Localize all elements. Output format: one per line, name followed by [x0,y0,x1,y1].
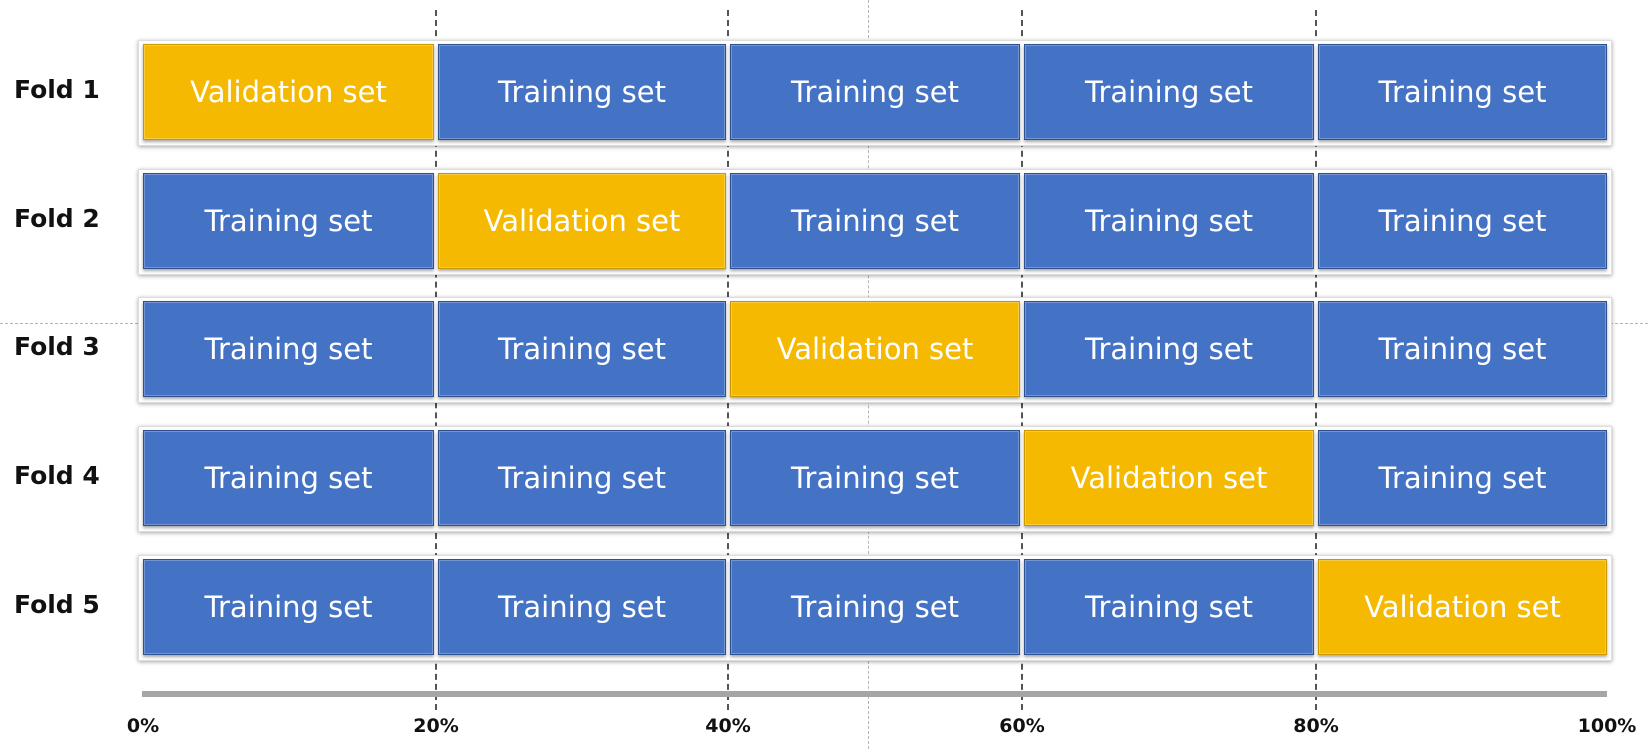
axis-tick-label: 0% [126,715,160,737]
training-set-block: Training set [438,301,726,397]
fold-label: Fold 5 [14,590,100,619]
training-set-block: Training set [1318,301,1607,397]
training-set-block: Training set [730,430,1020,526]
axis-tick-label: 100% [1577,715,1637,737]
training-set-block: Training set [1318,173,1607,269]
validation-set-block: Validation set [730,301,1020,397]
training-set-block: Training set [1318,430,1607,526]
axis-tick-label: 20% [413,715,459,737]
training-set-block: Training set [143,301,434,397]
fold-label: Fold 4 [14,461,100,490]
fold-label: Fold 2 [14,204,100,233]
training-set-block: Training set [1024,559,1314,655]
validation-set-block: Validation set [438,173,726,269]
training-set-block: Training set [438,430,726,526]
axis-tick-label: 60% [999,715,1045,737]
axis-tick-label: 80% [1293,715,1339,737]
training-set-block: Training set [143,430,434,526]
fold-label: Fold 1 [14,75,100,104]
training-set-block: Training set [1024,301,1314,397]
axis-tick-label: 40% [705,715,751,737]
training-set-block: Training set [143,559,434,655]
training-set-block: Training set [730,173,1020,269]
fold-label: Fold 3 [14,332,100,361]
training-set-block: Training set [1318,44,1607,140]
training-set-block: Training set [438,559,726,655]
training-set-block: Training set [143,173,434,269]
validation-set-block: Validation set [1318,559,1607,655]
validation-set-block: Validation set [1024,430,1314,526]
axis-bar [142,691,1607,697]
training-set-block: Training set [438,44,726,140]
training-set-block: Training set [730,44,1020,140]
training-set-block: Training set [730,559,1020,655]
training-set-block: Training set [1024,173,1314,269]
training-set-block: Training set [1024,44,1314,140]
validation-set-block: Validation set [143,44,434,140]
